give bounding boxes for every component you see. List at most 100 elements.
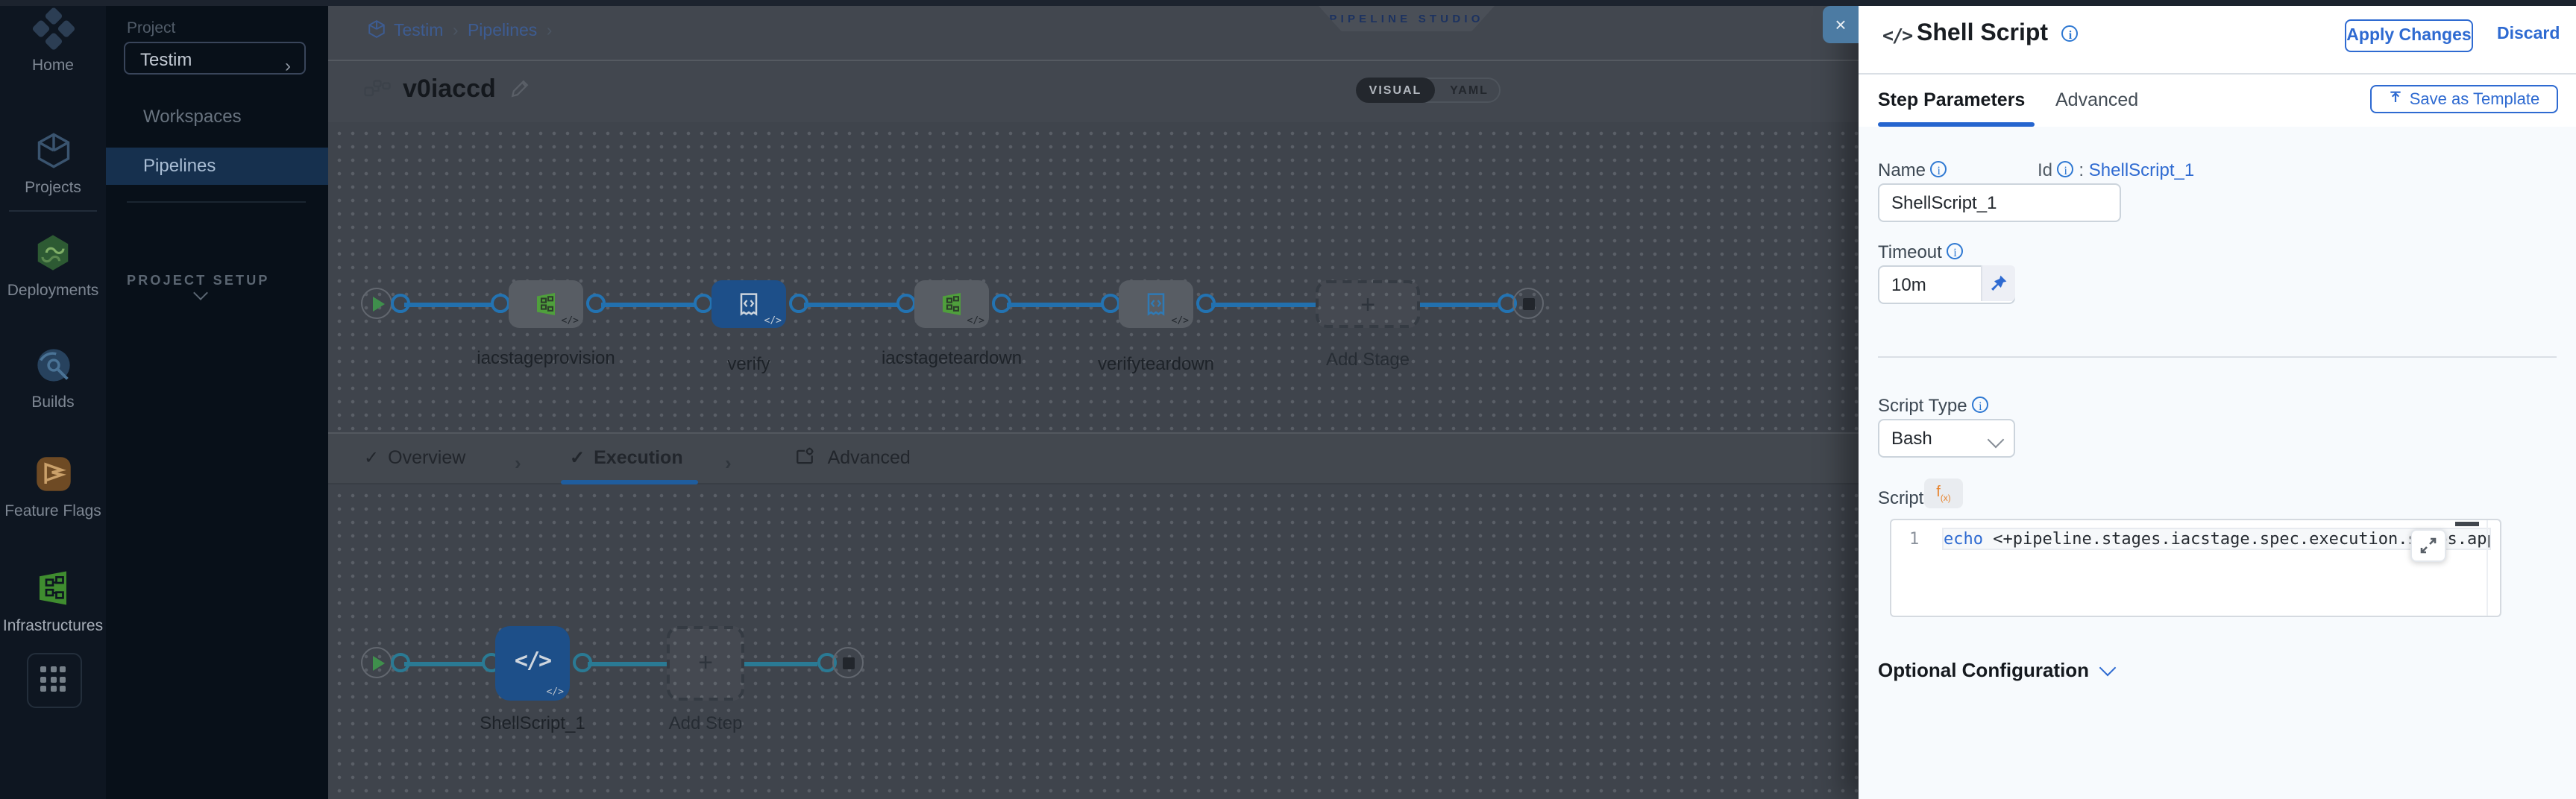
stage-node-iacstageprovision[interactable]: </> <box>509 280 583 328</box>
name-input[interactable] <box>1878 183 2121 222</box>
tab-step-parameters[interactable]: Step Parameters <box>1878 89 2026 110</box>
line-number: 1 <box>1909 529 1920 549</box>
harness-logo-icon <box>28 4 78 55</box>
connector-line <box>1007 302 1104 306</box>
tab-label: Execution <box>594 447 683 468</box>
sidebar-item-projects[interactable]: Projects <box>0 131 106 197</box>
sidebar-item-pipelines[interactable]: Pipelines <box>106 148 328 185</box>
project-setup-label: PROJECT SETUP <box>127 273 270 288</box>
tab-overview[interactable]: ✓Overview <box>364 434 465 483</box>
script-type-value: Bash <box>1891 428 1932 449</box>
script-code-editor[interactable]: 1 echo <+pipeline.stages.iacstage.spec.e… <box>1890 519 2501 617</box>
code-mini-icon: </> <box>561 315 579 326</box>
connector-line <box>804 302 899 306</box>
drawer-close-button[interactable]: × <box>1823 6 1859 43</box>
chevron-right-icon: › <box>515 452 521 474</box>
info-icon[interactable]: i <box>2057 161 2074 177</box>
code-keyword: echo <box>1944 528 1983 548</box>
advanced-tab-icon <box>797 447 814 464</box>
pipeline-start-node <box>361 288 392 319</box>
sidebar-item-feature-flags[interactable]: Feature Flags <box>0 455 106 520</box>
project-setup-toggle[interactable]: PROJECT SETUP <box>127 273 328 304</box>
add-stage-button[interactable]: + <box>1316 280 1420 328</box>
project-selector[interactable]: Testim › <box>124 42 306 76</box>
sidebar-item-infrastructures[interactable]: Infrastructures <box>0 568 106 635</box>
editor-scroll-track <box>2487 520 2488 616</box>
toggle-yaml[interactable]: YAML <box>1450 83 1489 97</box>
fx-sub: (x) <box>1940 495 1951 504</box>
editor-hscrollbar[interactable] <box>2455 522 2479 526</box>
cube-icon <box>37 133 69 168</box>
stage-node-verify[interactable]: </> <box>711 280 786 328</box>
id-label: Id <box>2038 160 2053 180</box>
pipeline-end-node <box>1512 288 1544 319</box>
stage-node-iacstageteardown[interactable]: </> <box>914 280 989 328</box>
pipeline-name-title: v0iaccd <box>403 75 496 103</box>
pipeline-canvas-area: Testim › Pipelines › PIPELINE STUDIO v0i… <box>328 0 1859 799</box>
tab-advanced-drawer[interactable]: Advanced <box>2055 89 2139 110</box>
connector-line <box>744 661 817 666</box>
execution-end-node <box>832 647 864 678</box>
shell-script-drawer: </> Shell Script i Apply Changes Discard… <box>1859 6 2576 799</box>
breadcrumb-separator: › <box>546 22 553 40</box>
active-tab-underline <box>1878 122 2035 127</box>
script-stage-icon <box>740 293 758 316</box>
step-node-shellscript[interactable]: </> </> <box>495 626 570 701</box>
info-icon[interactable]: i <box>2061 25 2079 42</box>
timeout-label: Timeout i <box>1878 241 1964 262</box>
sidebar-item-deployments[interactable]: Deployments <box>0 233 106 300</box>
optional-configuration-toggle[interactable]: Optional Configuration <box>1878 659 2116 681</box>
breadcrumb-project-link[interactable]: Testim <box>394 22 444 40</box>
script-type-label: Script Type i <box>1878 395 1989 416</box>
edit-pencil-icon[interactable] <box>510 79 530 98</box>
breadcrumb: Testim › Pipelines › <box>394 22 556 40</box>
apply-changes-button[interactable]: Apply Changes <box>2345 19 2473 52</box>
info-icon[interactable]: i <box>1972 397 1989 413</box>
check-icon: ✓ <box>570 447 585 468</box>
play-icon <box>373 656 385 671</box>
sidebar-item-builds[interactable]: Builds <box>0 346 106 411</box>
info-icon[interactable]: i <box>1947 243 1964 259</box>
info-icon[interactable]: i <box>1930 161 1947 177</box>
stage-label: iacstageteardown <box>881 347 1022 368</box>
breadcrumb-pipelines-link[interactable]: Pipelines <box>467 22 538 40</box>
stage-node-verifyteardown[interactable]: </> <box>1119 280 1193 328</box>
nav-rail: Home Projects Deployments Builds Feature… <box>0 0 106 799</box>
expression-fx-button[interactable]: f(x) <box>1924 479 1963 508</box>
feature-flags-icon <box>36 457 70 491</box>
name-label: Name i <box>1878 160 1947 180</box>
connector-node <box>1101 294 1120 313</box>
pin-toggle[interactable] <box>1981 265 2015 301</box>
tab-execution[interactable]: ✓ Execution <box>570 434 683 483</box>
stage-label: verify <box>727 353 770 374</box>
pipeline-graph-icon <box>364 80 391 97</box>
code-mini-icon: </> <box>1171 315 1190 326</box>
tab-advanced[interactable]: Advanced <box>795 434 911 483</box>
editor-expand-button[interactable] <box>2410 529 2446 562</box>
drawer-title: Shell Script <box>1917 21 2049 46</box>
fx-label: f <box>1936 484 1941 501</box>
upload-icon <box>2391 91 2401 102</box>
check-icon: ✓ <box>364 447 380 468</box>
save-as-template-label: Save as Template <box>2409 91 2540 109</box>
stop-icon <box>1523 298 1535 310</box>
sidebar-item-workspaces[interactable]: Workspaces <box>143 106 242 127</box>
more-modules-button[interactable] <box>27 653 82 708</box>
save-as-template-button[interactable]: Save as Template <box>2370 85 2558 113</box>
add-step-button[interactable]: + <box>667 626 744 701</box>
connector-node <box>694 294 713 313</box>
breadcrumb-separator: › <box>452 22 459 40</box>
infrastructures-icon <box>40 571 66 605</box>
id-value-link[interactable]: ShellScript_1 <box>2088 160 2195 180</box>
connector-line <box>404 302 497 306</box>
project-sidebar: Project Testim › Workspaces Pipelines PR… <box>106 0 328 799</box>
chevron-right-icon: › <box>725 452 732 474</box>
add-step-label: Add Step <box>668 713 743 733</box>
timeout-field <box>1878 265 2015 304</box>
script-type-select[interactable]: Bash <box>1878 419 2015 458</box>
sidebar-item-home[interactable]: Home <box>0 6 106 75</box>
discard-button[interactable]: Discard <box>2497 25 2560 43</box>
code-text: <+pipeline.stages.iacstage.spec.executio… <box>1983 528 2489 548</box>
toggle-visual[interactable]: VISUAL <box>1356 78 1435 103</box>
drawer-header-divider <box>1859 73 2576 75</box>
